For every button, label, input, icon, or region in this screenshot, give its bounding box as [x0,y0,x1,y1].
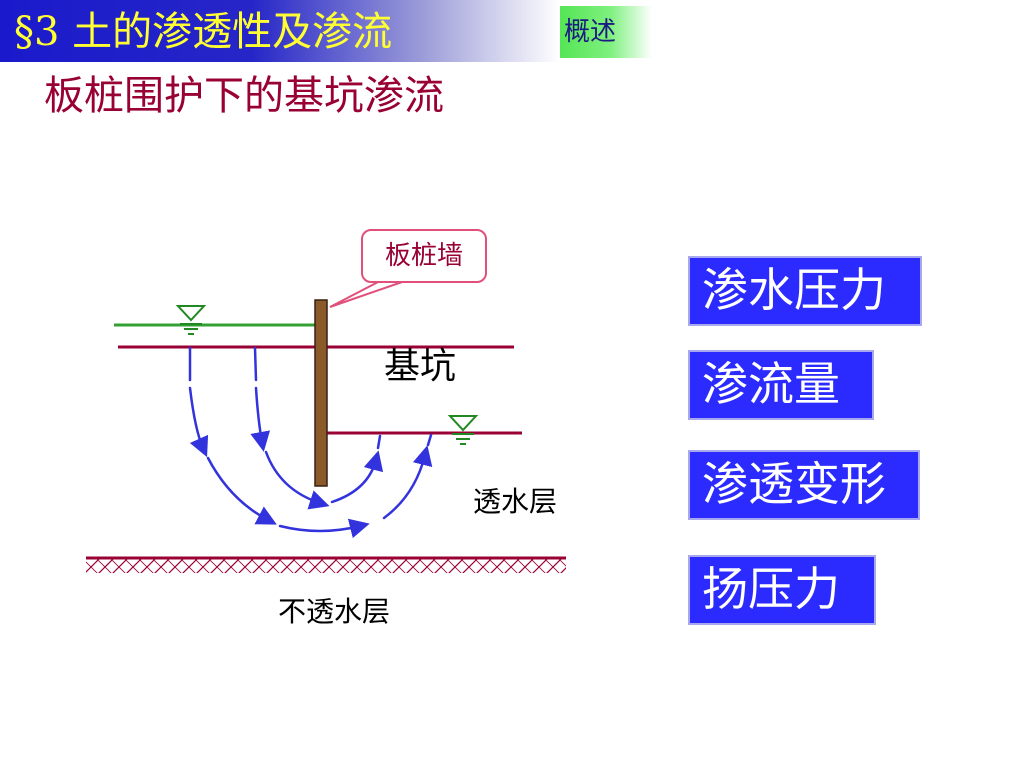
topic-button-seepage-deformation[interactable]: 渗透变形 [688,450,920,520]
water-level-icon [447,415,479,445]
water-level-icon [175,305,207,335]
sheet-pile-callout: 板桩墙 [361,229,487,283]
impermeable-layer-hatch [86,559,566,573]
callout-label: 板桩墙 [384,241,463,271]
header-bar: §3 土的渗透性及渗流 [0,0,560,62]
overview-link[interactable]: 概述 [560,6,652,58]
flow-line [250,346,384,510]
impermeable-layer-label: 不透水层 [278,595,391,628]
overview-label: 概述 [564,17,617,47]
sheet-pile-wall [314,299,328,487]
section-title: §3 土的渗透性及渗流 [14,9,393,55]
topic-button-seepage-pressure[interactable]: 渗水压力 [688,256,922,326]
pit-label: 基坑 [384,346,457,387]
topic-button-seepage-discharge[interactable]: 渗流量 [688,350,874,420]
slide-heading: 板桩围护下的基坑渗流 [44,73,444,119]
callout-pointer [329,280,406,308]
flow-line [188,346,433,539]
permeable-layer-label: 透水层 [473,485,558,518]
topic-button-uplift-pressure[interactable]: 扬压力 [688,555,876,625]
